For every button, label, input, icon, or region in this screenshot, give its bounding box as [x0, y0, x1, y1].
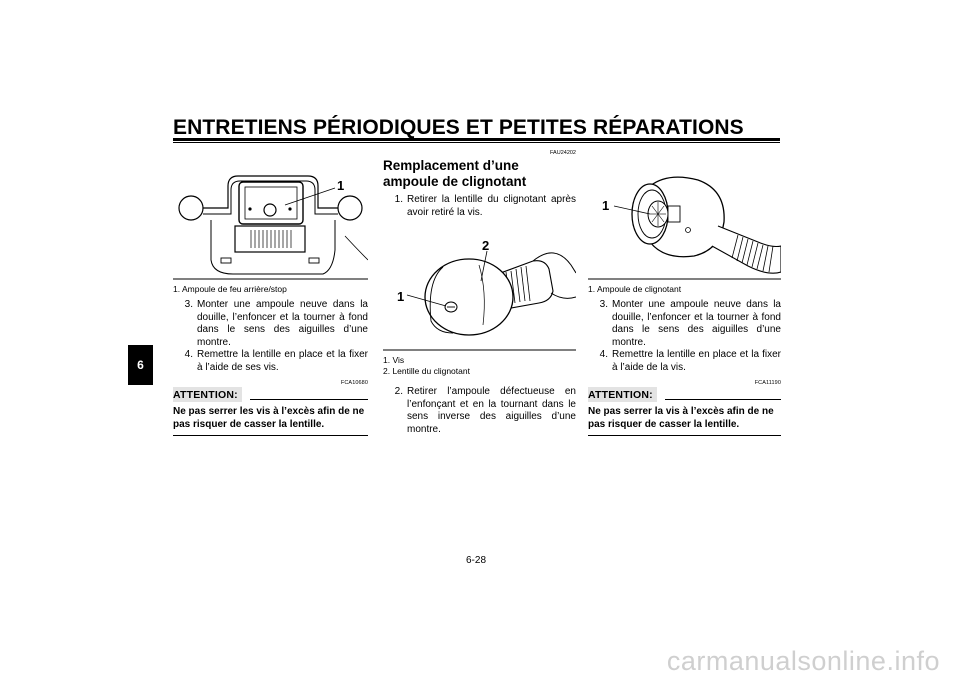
reference-code: FCA10680 [340, 380, 368, 386]
right-column: 1 1. Ampoule de clignotant 3. Monter une… [588, 150, 781, 436]
step-item: 3. Monter une ampoule neuve dans la doui… [588, 299, 781, 349]
section-code: FAU24202 [550, 150, 576, 156]
figure-caption: 1. Vis 2. Lentille du clignotant [383, 355, 576, 377]
step-item: 2. Retirer l’ampoule défectueuse en l’en… [383, 386, 576, 436]
figure-callout-2: 2 [482, 238, 489, 253]
step-text: Remettre la lentille en place et la fixe… [197, 349, 368, 373]
step-text: Retirer l’ampoule défectueuse en l’enfon… [407, 386, 576, 435]
page-number: 6-28 [466, 555, 487, 566]
step-text: Remettre la lentille en place et la fixe… [612, 349, 781, 373]
attention-rule [664, 399, 781, 400]
figure-callout-1: 1 [602, 198, 609, 213]
attention-heading: ATTENTION: [588, 387, 781, 402]
step-item: 1. Retirer la lentille du clignotant apr… [383, 194, 576, 219]
attention-rule [249, 399, 368, 400]
tail-light-figure: 1 [173, 150, 368, 280]
step-number: 3. [599, 299, 608, 310]
reference-code: FCA11190 [754, 380, 781, 386]
step-list: 3. Monter une ampoule neuve dans la doui… [588, 299, 781, 374]
figure-caption: 1. Ampoule de feu arrière/stop [173, 284, 287, 294]
warning-text: Ne pas serrer la vis à l’excès afin de n… [588, 406, 781, 436]
watermark: carmanualsonline.info [666, 646, 940, 676]
header-rule-thin [173, 142, 780, 143]
chapter-tab: 6 [128, 345, 153, 385]
step-number: 4. [184, 349, 193, 360]
turn-signal-illustration: 1 2 [383, 238, 576, 351]
step-text: Monter une ampoule neuve dans la douille… [197, 299, 368, 348]
tail-light-illustration: 1 [173, 175, 368, 280]
attention-label: ATTENTION: [588, 387, 657, 402]
step-list: 1. Retirer la lentille du clignotant apr… [383, 194, 576, 219]
middle-column: FAU24202 Remplacement d’une ampoule de c… [383, 150, 576, 436]
step-item: 4. Remettre la lentille en place et la f… [588, 349, 781, 374]
warning-text: Ne pas serrer les vis à l’excès afin de … [173, 406, 368, 436]
step-number: 1. [394, 194, 403, 205]
step-number: 3. [184, 299, 193, 310]
left-column: 1 1. Ampoule de feu arrière/stop 3. Mont… [173, 150, 368, 436]
figure-caption: 1. Ampoule de clignotant [588, 284, 682, 294]
header-rule [173, 138, 780, 141]
step-number: 4. [599, 349, 608, 360]
step-number: 2. [394, 386, 403, 397]
caption-line: 2. Lentille du clignotant [383, 366, 470, 376]
step-item: 4. Remettre la lentille en place et la f… [173, 349, 368, 374]
turn-signal-figure: 1 2 [383, 221, 576, 351]
step-list: 2. Retirer l’ampoule défectueuse en l’en… [383, 386, 576, 436]
turn-signal-bulb-figure: 1 [588, 150, 781, 280]
step-list: 3. Monter une ampoule neuve dans la doui… [173, 299, 368, 374]
page-title: ENTRETIENS PÉRIODIQUES ET PETITES RÉPARA… [173, 116, 744, 139]
attention-heading: ATTENTION: [173, 387, 368, 402]
figure-callout-1: 1 [397, 289, 404, 304]
step-text: Retirer la lentille du clignotant après … [407, 194, 576, 218]
caption-line: 1. Vis [383, 355, 405, 365]
step-item: 3. Monter une ampoule neuve dans la doui… [173, 299, 368, 349]
attention-label: ATTENTION: [173, 387, 242, 402]
figure-callout-1: 1 [337, 178, 344, 193]
turn-signal-bulb-illustration: 1 [588, 176, 781, 280]
step-text: Monter une ampoule neuve dans la douille… [612, 299, 781, 348]
section-title: Remplacement d’une ampoule de clignotant [383, 158, 527, 189]
